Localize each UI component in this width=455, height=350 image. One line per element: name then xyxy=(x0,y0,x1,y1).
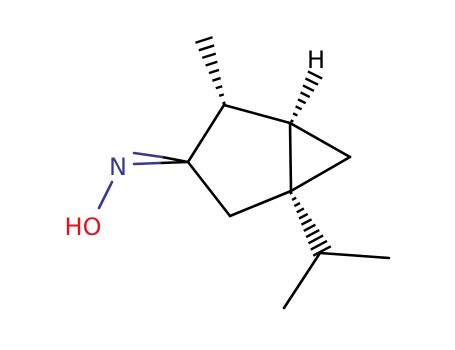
wedge-hash xyxy=(300,218,313,226)
bond-c1-c6 xyxy=(288,121,352,159)
bond-ch-ch3b xyxy=(282,251,322,310)
bond-ch-ch3a xyxy=(318,251,391,260)
imine-bond-line-1-nitrogen xyxy=(132,161,162,166)
wedge-hash xyxy=(290,119,294,123)
stereo-bond-isopropyl xyxy=(289,191,332,257)
bond-c4-c5 xyxy=(228,189,293,218)
wedge-hash xyxy=(201,52,217,60)
wedge-hash xyxy=(310,239,328,251)
atom-label-hydrogen: H xyxy=(307,46,325,74)
bond-c2-c1 xyxy=(222,103,292,125)
bond-c5-c6 xyxy=(289,155,352,193)
imine-bond-line-2-carbon xyxy=(160,155,190,164)
wedge-hash xyxy=(307,234,324,245)
wedge-hash xyxy=(218,93,225,98)
stereo-bond-hydrogen xyxy=(290,70,323,123)
ring-bonds xyxy=(186,103,391,310)
wedge-hash xyxy=(302,84,315,92)
wedge-hash xyxy=(222,101,226,105)
wedge-hash xyxy=(292,112,298,117)
hashed-wedges xyxy=(195,36,332,257)
bond-c2-c3 xyxy=(186,103,226,164)
bond-c1-c5 xyxy=(288,121,293,193)
wedge-hash xyxy=(295,105,303,111)
wedge-hash xyxy=(307,70,323,80)
imine-bond-line-2-nitrogen xyxy=(132,151,164,159)
wedge-hash xyxy=(198,44,215,52)
wedge-hash xyxy=(289,191,293,195)
wedge-hash xyxy=(205,60,218,67)
imine-double-bond xyxy=(132,151,190,166)
wedge-hash xyxy=(293,202,301,208)
atom-label-nitrogen: N xyxy=(109,153,127,181)
wedge-hash xyxy=(304,77,319,86)
wedge-hash xyxy=(297,98,307,105)
wedge-hash xyxy=(208,68,220,75)
wedge-hash xyxy=(303,223,316,232)
wedge-hash xyxy=(215,85,223,90)
atom-label-hydroxyl: HO xyxy=(65,213,102,241)
wedge-hash xyxy=(212,76,221,82)
wedge-hash xyxy=(195,36,213,44)
wedge-hash xyxy=(296,207,305,214)
stereo-bond-methyl xyxy=(195,36,226,105)
wedge-hash xyxy=(291,196,297,201)
wedge-hash xyxy=(312,245,332,257)
bond-c3-c4 xyxy=(186,160,232,218)
bond-n-o xyxy=(97,180,114,210)
wedge-hash xyxy=(298,212,309,220)
wedge-hash xyxy=(299,91,311,99)
wedge-hash xyxy=(305,229,320,239)
